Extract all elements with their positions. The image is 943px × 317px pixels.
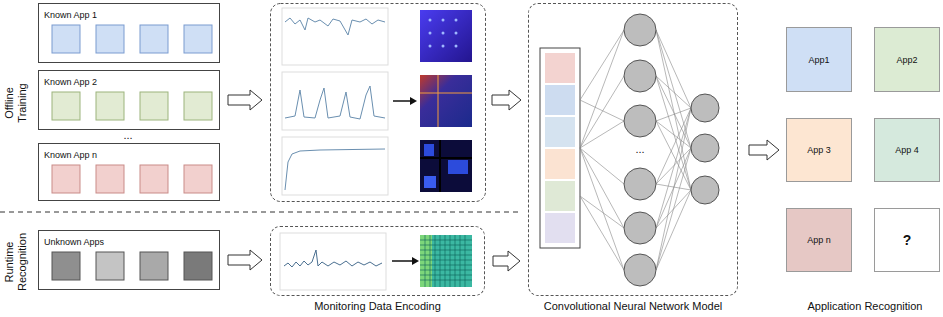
section-label: Runtime Recognition [3,228,29,296]
arrow-head [410,97,417,105]
caption: Application Recognition [808,300,923,313]
box-text: Known App 1 [39,7,102,23]
heatmap-grid [420,235,472,287]
sample-square [52,252,80,280]
flow-arrow [228,90,262,110]
sample-square [140,25,168,53]
box-text: Unknown Apps [39,234,109,250]
encode-arrow [393,100,410,102]
heatmap-line [420,93,472,94]
encoding-panel: Monitoring Data Encoding [270,226,485,296]
sample-square [96,25,124,53]
flow-arrow [749,140,779,160]
heatmap-line [420,157,472,159]
sample-square [184,92,212,120]
result-box: App2 [874,27,940,92]
chart-line [284,250,382,267]
section-label: Offline Training [3,75,29,131]
box-text: App2 [896,55,917,65]
flow-arrow [228,250,262,270]
box-text: ? [903,232,912,248]
chart-frame [282,8,388,65]
result-box: App 3 [786,118,852,182]
input-strip [545,85,575,115]
result-box: App 4 [874,118,940,182]
box-text: Known App 2 [39,74,102,90]
arrow-head [412,257,419,265]
heatmap-line [438,75,439,127]
sample-square [184,165,212,193]
chart-line [285,149,385,190]
heatmap [420,140,472,192]
input-strip [545,149,575,179]
neuron [624,60,656,92]
box-text: App 3 [807,145,831,155]
neuron [691,134,719,162]
sample-square [140,165,168,193]
chart-frame [282,72,388,130]
result-box: ? [874,208,940,272]
network [540,14,719,286]
sample-square [96,252,124,280]
heatmap [420,10,472,62]
neuron [624,168,656,200]
chart-line [285,86,385,119]
box-text: App n [807,235,831,245]
heatmaps [420,10,472,287]
box-text: Monitoring Data Encoding [314,300,441,312]
neuron [624,254,656,286]
charts [280,8,388,290]
input-strip [545,53,575,83]
box-text: App1 [808,55,829,65]
separator-line [0,212,518,213]
heatmap [420,235,472,287]
sample-square [140,252,168,280]
flow-arrow [493,251,520,271]
input-strip [545,117,575,147]
sample-square [184,25,212,53]
sample-square [140,92,168,120]
result-box: App n [786,208,852,272]
app-group-box: Known App 2 [38,70,220,130]
ellipsis: ... [123,129,132,142]
sample-square [52,92,80,120]
neuron [691,176,719,204]
network-links [580,30,691,270]
neuron [624,212,656,244]
heatmap-block [424,176,436,188]
heatmap [420,75,472,127]
box-text: Convolutional Neural Network Model [544,300,723,312]
app-group-box: Known App 1 [38,3,220,63]
encoding-panel [271,4,486,202]
box-text: Known App n [39,147,102,163]
neuron [691,94,719,122]
heatmap-block [448,160,468,174]
input-strip [545,213,575,243]
sample-square [52,25,80,53]
heatmap-dots [429,19,458,48]
input-bar [540,48,580,248]
app-group-box: Known App n [38,143,220,201]
chart-line [285,18,385,35]
model-panel: Convolutional Neural Network Model [528,3,738,296]
sample-square [96,92,124,120]
flow-arrow [492,90,521,110]
neuron [624,14,656,46]
input-strip [545,181,575,211]
chart-frame [280,233,386,290]
heatmap-line [439,140,441,192]
neuron [624,105,656,137]
ellipsis: ... [635,143,644,156]
result-box: App1 [786,27,852,92]
heatmap-block [424,144,434,156]
sample-square [184,252,212,280]
sample-square [52,165,80,193]
app-group-box: Unknown Apps [38,230,220,290]
encode-arrow [392,260,412,262]
box-text: App 4 [895,145,919,155]
sample-square [96,165,124,193]
chart-frame [282,137,388,195]
